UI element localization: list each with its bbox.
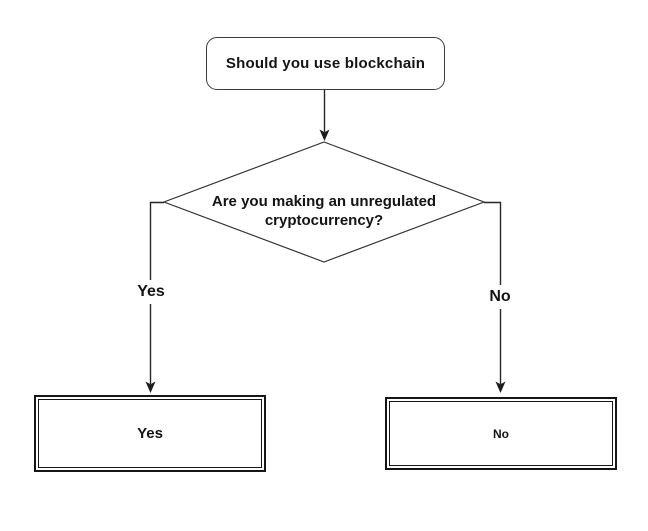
result-no-label: No — [493, 426, 509, 441]
arrow-yes-branch — [145, 201, 164, 393]
result-no-inner-border: No — [389, 401, 613, 466]
result-yes-label: Yes — [137, 425, 163, 442]
arrow-start-to-decision — [319, 90, 330, 141]
decision-node: Are you making an unregulated cryptocurr… — [191, 190, 457, 232]
edge-label-no: No — [484, 285, 516, 309]
edge-label-yes: Yes — [132, 280, 170, 304]
result-yes-inner-border: Yes — [38, 399, 262, 468]
decision-node-label: Are you making an unregulated cryptocurr… — [211, 193, 437, 229]
decision-diamond-shape — [162, 141, 486, 263]
result-no-node: No — [385, 397, 617, 470]
start-node: Should you use blockchain — [206, 37, 445, 90]
arrow-no-branch — [484, 201, 506, 393]
start-node-label: Should you use blockchain — [225, 55, 426, 72]
result-yes-node: Yes — [34, 395, 266, 472]
